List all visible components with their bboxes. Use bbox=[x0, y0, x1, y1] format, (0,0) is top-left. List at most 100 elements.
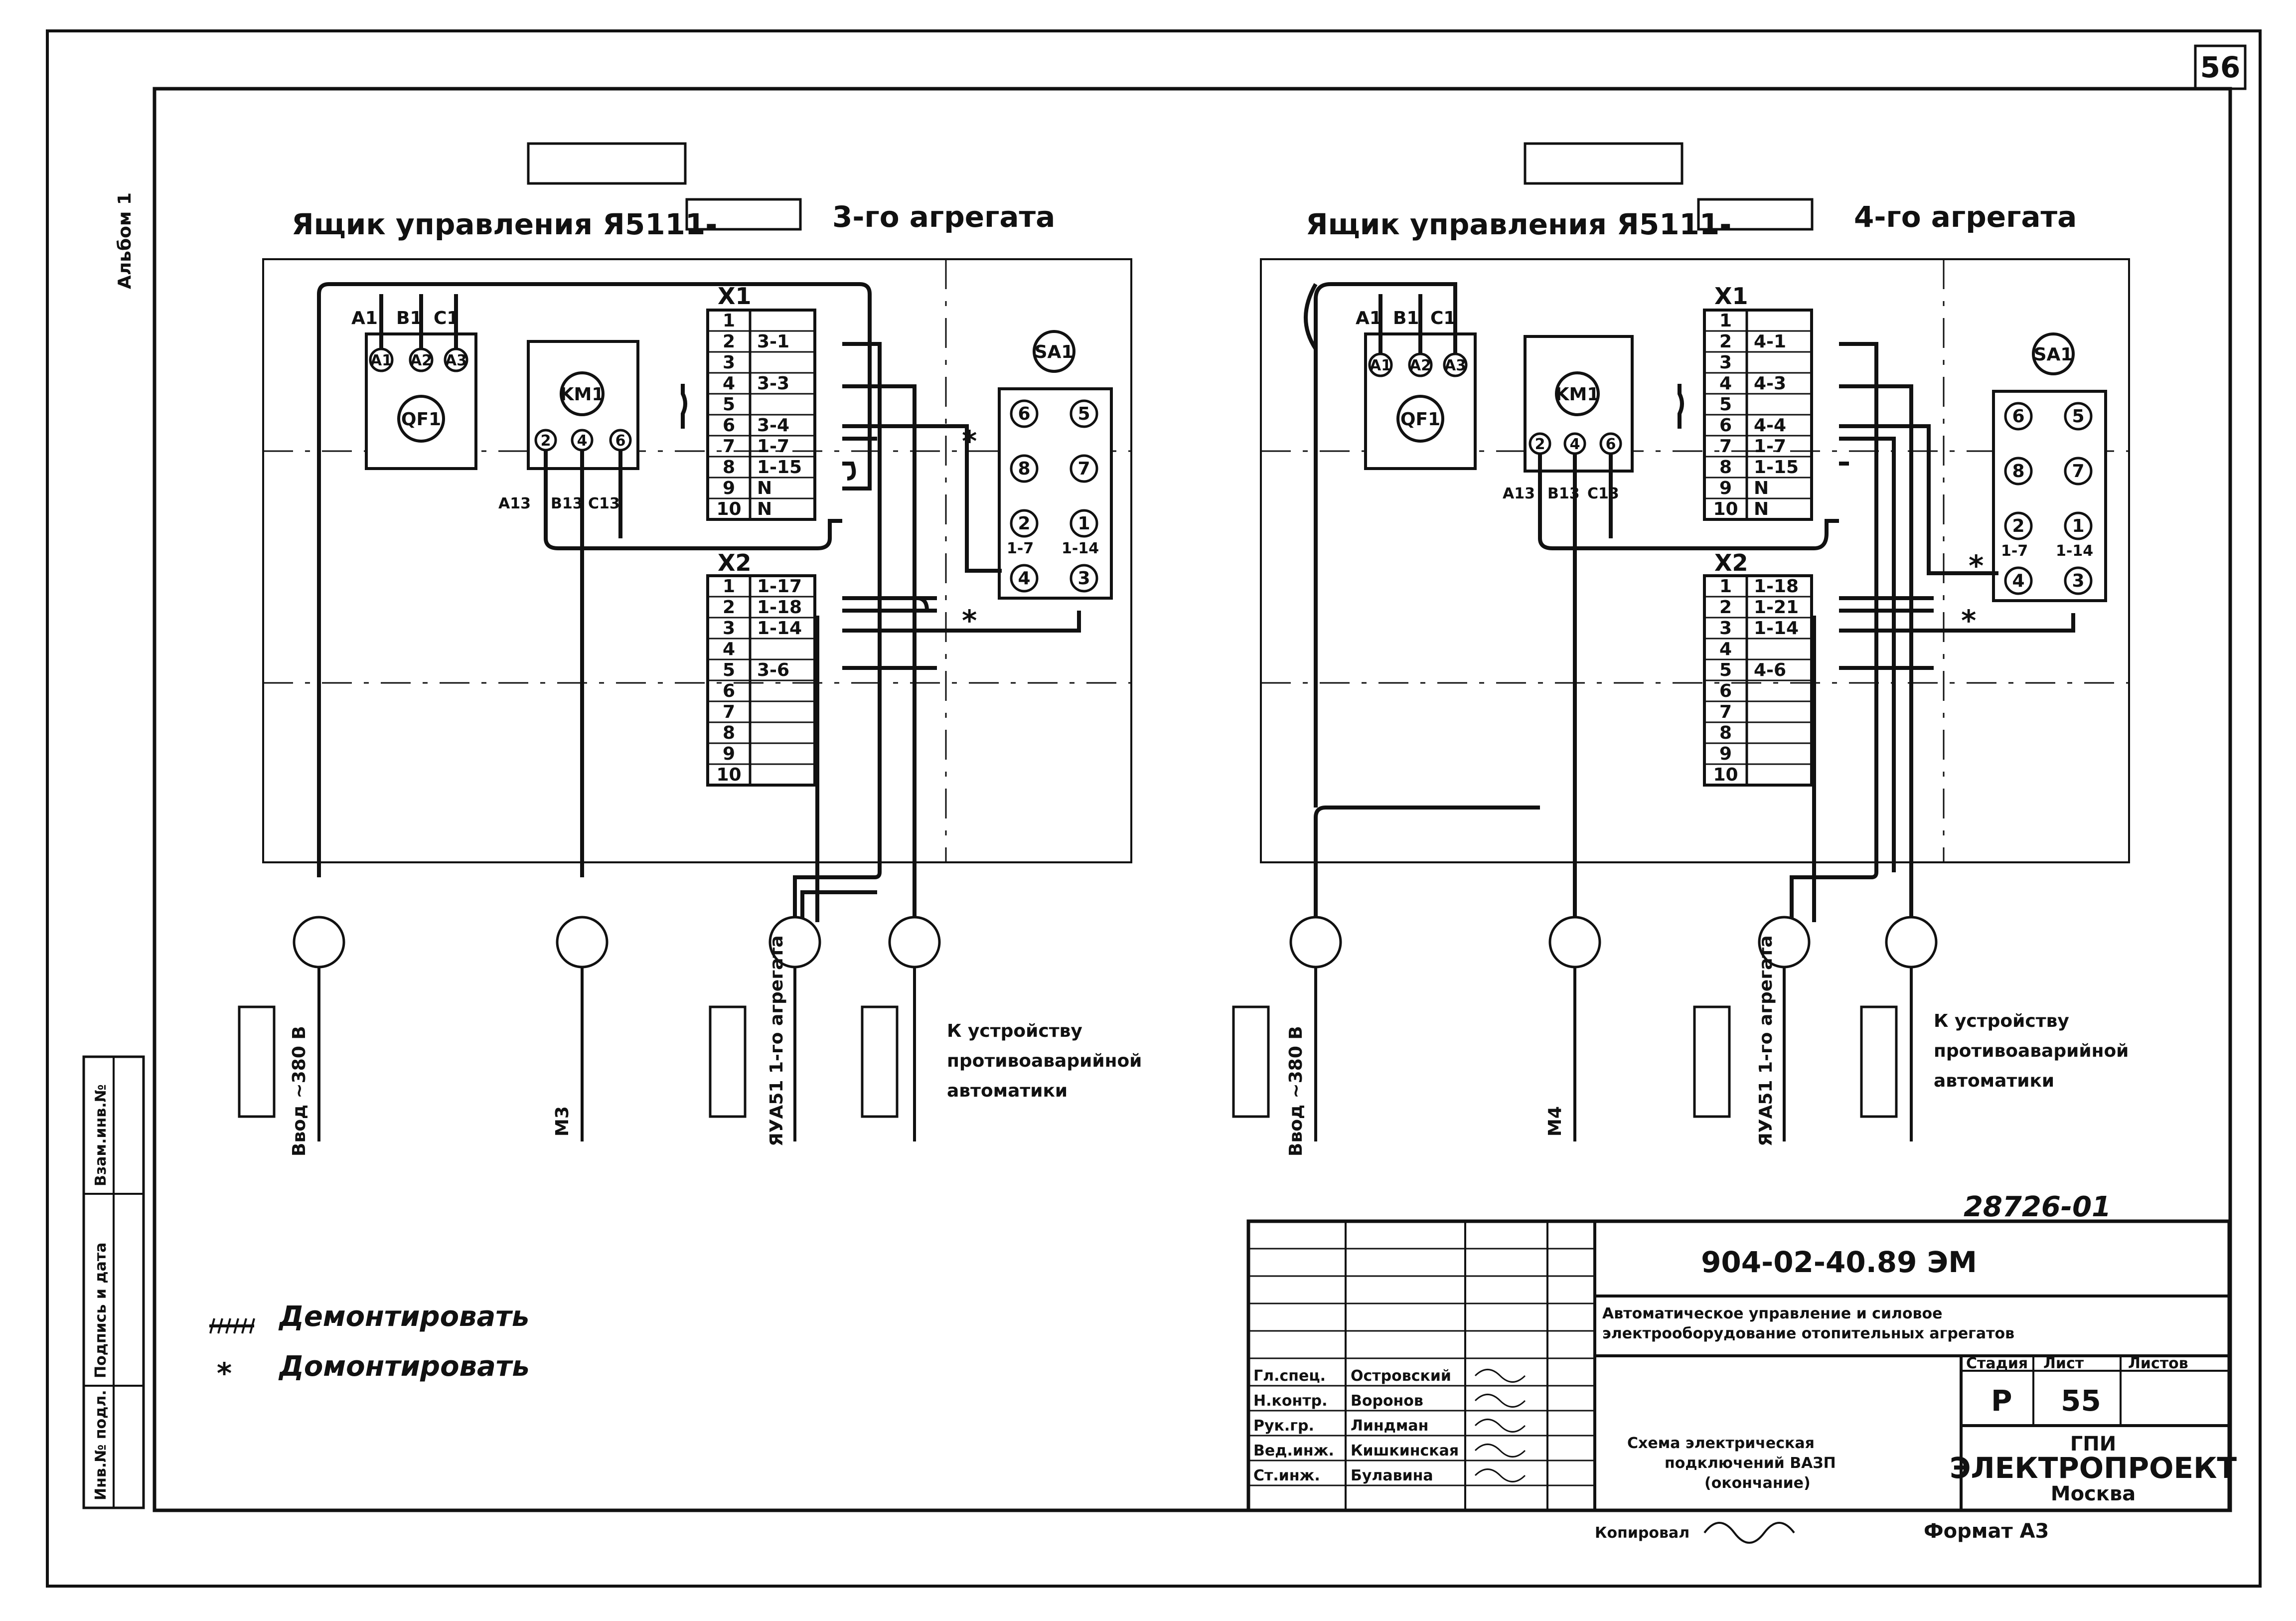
legend: Демонтировать * Домонтировать bbox=[209, 1300, 530, 1390]
left-km1-terminal-6 bbox=[609, 429, 632, 452]
left-cable-input-label: Ввод ~380 В bbox=[289, 1026, 309, 1156]
signer-role: Н.контр. bbox=[1253, 1392, 1327, 1410]
right-cable-automatics-label: К устройству противоаварийной автоматики bbox=[1934, 1011, 2135, 1091]
right-sa1-contact-label: 8 bbox=[2012, 461, 2024, 482]
right-x1-row-number: 10 bbox=[1713, 499, 1738, 519]
left-cable-motor-label: М3 bbox=[552, 1106, 573, 1136]
right-x1-row-number: 3 bbox=[1719, 352, 1732, 373]
left-x1-row-tag: 3-4 bbox=[757, 415, 789, 436]
right-sa1-symbol bbox=[2032, 332, 2075, 375]
legend-mount-star: * bbox=[217, 1356, 232, 1390]
inventory-number: 28726-01 bbox=[1964, 1191, 2111, 1223]
left-panel: Ящик управления Я5111- 3-го агрегата A1 … bbox=[238, 142, 1142, 1156]
right-panel-title-suffix: 4-го агрегата bbox=[1854, 200, 2077, 234]
left-x1-label: X1 bbox=[718, 283, 751, 310]
left-x2-row-tag: 1-17 bbox=[757, 576, 802, 597]
right-x1-label: X1 bbox=[1714, 283, 1748, 310]
left-x2-row-tag: 1-14 bbox=[757, 618, 802, 639]
title-designation: 904-02-40.89 ЭМ bbox=[1701, 1245, 1977, 1279]
left-sa1-contact-label: 7 bbox=[1077, 459, 1090, 479]
right-x1-row-number: 1 bbox=[1719, 311, 1732, 331]
right-x1-row-number: 5 bbox=[1719, 394, 1732, 415]
left-gland-input bbox=[293, 916, 345, 969]
left-x1-row-tag: 1-7 bbox=[757, 436, 789, 457]
left-x1-row-number: 6 bbox=[723, 415, 735, 436]
left-x2-row-number: 1 bbox=[723, 576, 735, 597]
left-phase-a1: A1 bbox=[351, 308, 378, 328]
right-gland-motor bbox=[1548, 916, 1601, 969]
left-x2-row-number: 6 bbox=[723, 681, 735, 701]
right-panel-title-prefix: Ящик управления Я5111- bbox=[1306, 207, 1731, 241]
right-km1-t2-label: 2 bbox=[1535, 436, 1545, 453]
title-org-line1: ГПИ bbox=[2070, 1433, 2116, 1456]
title-sheet-line3: (окончание) bbox=[1704, 1474, 1811, 1492]
left-sa1-contact bbox=[1010, 454, 1039, 483]
right-cabinet-outline bbox=[1260, 258, 2130, 863]
left-phase-b1: B1 bbox=[396, 308, 423, 328]
right-x2-row-number: 10 bbox=[1713, 765, 1738, 785]
left-sa1-bridge-2: 1-14 bbox=[1062, 540, 1099, 557]
right-mount-star-1: * bbox=[1969, 549, 1984, 583]
signer-role: Вед.инж. bbox=[1253, 1442, 1334, 1459]
right-x2-row-number: 1 bbox=[1719, 576, 1732, 597]
right-x1-row-number: 9 bbox=[1719, 478, 1732, 498]
right-qf1-breaker bbox=[1364, 332, 1477, 470]
left-x2-row-tag: 1-18 bbox=[757, 597, 802, 618]
right-x1-row-tag: 1-7 bbox=[1754, 436, 1786, 457]
right-panel: Ящик управления Я5111- 4-го агрегата A1 … bbox=[1232, 142, 2135, 1156]
right-x2-row-number: 2 bbox=[1719, 597, 1732, 618]
left-sa1-contact-label: 6 bbox=[1018, 404, 1030, 424]
right-gland-automatics bbox=[1885, 916, 1938, 969]
left-sa1-contact-label: 3 bbox=[1077, 568, 1090, 589]
left-sa1-contact-label: 8 bbox=[1018, 459, 1030, 479]
left-mount-star-1: * bbox=[962, 424, 977, 458]
right-x1-row-number: 8 bbox=[1719, 457, 1732, 478]
left-sa1-contact bbox=[1070, 564, 1098, 593]
left-x1-row-number: 8 bbox=[723, 457, 735, 478]
left-gland-automatics bbox=[888, 916, 941, 969]
left-gland-motor bbox=[556, 916, 609, 969]
left-km1-t6-label: 6 bbox=[615, 432, 626, 450]
right-x1-row-tag: N bbox=[1754, 478, 1769, 498]
left-cabinet-outline bbox=[262, 258, 1132, 863]
left-km1-name: KM1 bbox=[560, 384, 605, 405]
title-sheet-value: 55 bbox=[2061, 1384, 2101, 1418]
left-x1-row-number: 3 bbox=[723, 352, 735, 373]
side-stamp-replacement: Взам.инв.№ bbox=[92, 1084, 110, 1186]
right-x2-row-tag: 1-21 bbox=[1754, 597, 1799, 618]
signer-signature bbox=[1474, 1369, 1526, 1383]
left-sa1-contact bbox=[1010, 399, 1039, 428]
sheet-number-box bbox=[2194, 44, 2247, 90]
left-x1-row-number: 2 bbox=[723, 331, 735, 352]
right-x1-row-number: 6 bbox=[1719, 415, 1732, 436]
right-sa1-contact-label: 4 bbox=[2012, 571, 2024, 591]
right-x1-row-number: 2 bbox=[1719, 331, 1732, 352]
right-x2-row-number: 7 bbox=[1719, 702, 1732, 722]
right-x2-row-tag: 4-6 bbox=[1754, 660, 1786, 680]
right-sa1-contact bbox=[2064, 511, 2093, 540]
left-wire-a13: A13 bbox=[498, 495, 531, 512]
left-qf1-t1-label: A1 bbox=[370, 352, 392, 369]
left-panel-title-prefix: Ящик управления Я5111- bbox=[292, 207, 717, 241]
right-km1-contactor bbox=[1524, 335, 1634, 473]
left-x2-row-number: 4 bbox=[723, 639, 735, 659]
left-x2-row-number: 3 bbox=[723, 618, 735, 639]
left-x2-row-number: 2 bbox=[723, 597, 735, 618]
signer-name: Кишкинская bbox=[1351, 1442, 1459, 1459]
right-sa1-bridge-1: 1-7 bbox=[2001, 542, 2028, 560]
outer-frame bbox=[46, 29, 2262, 1588]
right-km1-t6-label: 6 bbox=[1606, 436, 1616, 453]
right-phase-c1: C1 bbox=[1430, 308, 1456, 328]
left-mount-star-2: * bbox=[962, 604, 977, 638]
left-km1-t4-label: 4 bbox=[577, 432, 588, 450]
right-qf1-t2-label: A2 bbox=[1409, 357, 1431, 374]
right-gland-input bbox=[1289, 916, 1342, 969]
left-x2-row-number: 10 bbox=[716, 765, 741, 785]
signer-role: Гл.спец. bbox=[1253, 1367, 1326, 1385]
right-cable-input-label: Ввод ~380 В bbox=[1286, 1026, 1306, 1156]
right-x2-row-number: 4 bbox=[1719, 639, 1732, 659]
title-format: Формат А3 bbox=[1924, 1520, 2049, 1543]
left-qf1-name: QF1 bbox=[401, 409, 441, 430]
